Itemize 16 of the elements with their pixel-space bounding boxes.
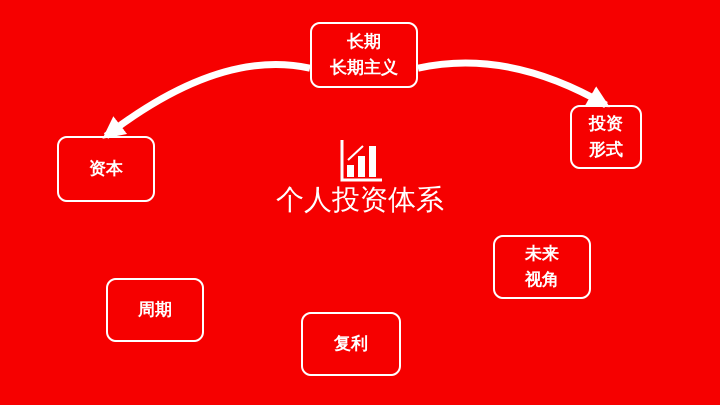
topic-label: 长期主义	[330, 57, 398, 80]
topic-label: 复利	[334, 333, 368, 356]
topic-label: 长期	[347, 31, 381, 54]
topic-box	[493, 235, 591, 299]
topic-box	[106, 278, 204, 342]
topic-box	[301, 312, 401, 376]
topic-box	[57, 136, 155, 202]
topic-box	[570, 105, 642, 169]
topic-label: 未来视角	[524, 243, 560, 292]
topic-label: 周期	[138, 299, 172, 322]
topic-label: 投资形式	[588, 113, 624, 162]
curved-arrow	[102, 61, 311, 139]
topic-label: 资本	[89, 158, 123, 181]
topic-box	[310, 22, 418, 88]
curved-arrow	[417, 60, 610, 108]
title: 个人投资体系	[275, 182, 445, 218]
